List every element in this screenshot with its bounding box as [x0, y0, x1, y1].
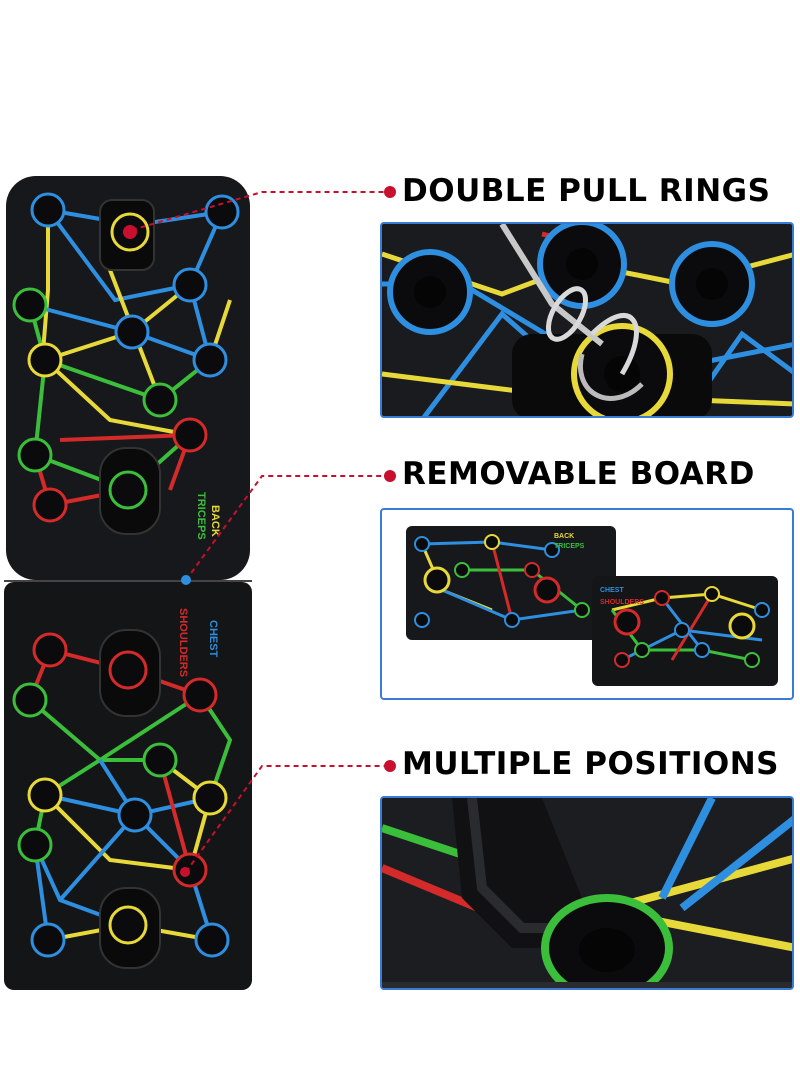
removable-board-image: BACK TRICEPS CHEST — [380, 508, 794, 700]
board-label-shoulders: SHOULDERS — [177, 608, 189, 677]
small-label-triceps: TRICEPS — [554, 543, 585, 550]
board-label-chest: CHEST — [207, 620, 219, 658]
board-label-back: BACK — [209, 505, 221, 537]
multiple-positions-closeup-image — [380, 796, 794, 990]
small-label-chest: CHEST — [600, 587, 624, 594]
small-label-shoulders: SHOULDERS — [600, 599, 644, 606]
feature-heading-removable-board: REMOVABLE BOARD — [402, 456, 755, 492]
feature-heading-multiple-positions: MULTIPLE POSITIONS — [402, 746, 780, 782]
feature-heading-pull-rings: DOUBLE PULL RINGS — [402, 173, 771, 209]
small-label-back: BACK — [554, 533, 574, 540]
pull-rings-closeup-image — [380, 222, 794, 418]
board-label-triceps: TRICEPS — [195, 492, 207, 540]
pushup-board-image: BACK TRICEPS — [4, 176, 252, 990]
